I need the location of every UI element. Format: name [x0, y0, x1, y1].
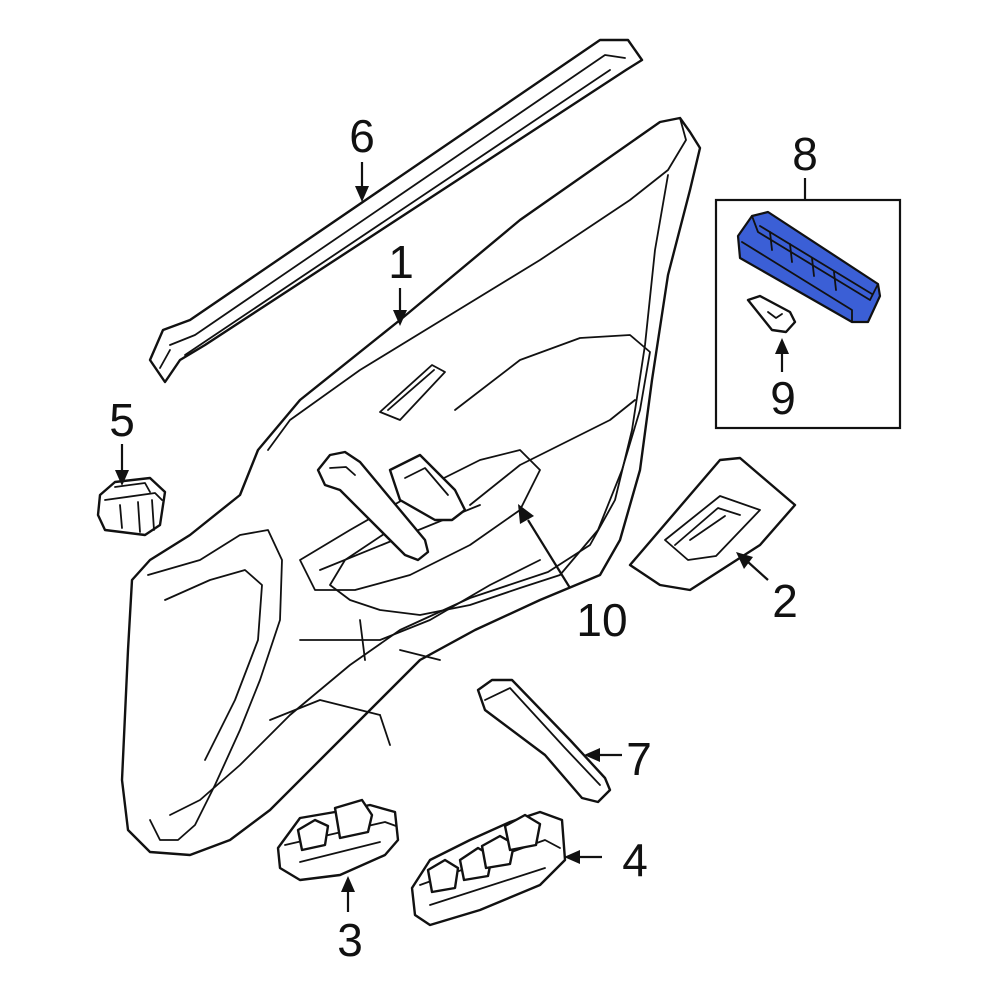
part-5-switch	[96, 476, 167, 537]
callout-9: 9	[770, 372, 796, 424]
part-1-door-trim-panel	[120, 116, 702, 857]
part-7-trim	[476, 678, 612, 804]
callout-2: 2	[772, 575, 798, 627]
callout-4: 4	[622, 834, 648, 886]
part-9-clip	[746, 294, 797, 334]
part-3-window-switch	[276, 798, 400, 882]
part-4-master-switch	[410, 810, 567, 927]
callout-7: 7	[626, 733, 652, 785]
callout-6: 6	[349, 110, 375, 162]
part-6-belt-molding	[148, 38, 644, 384]
callout-8: 8	[792, 128, 818, 180]
part-2-bezel	[628, 456, 797, 592]
callout-3: 3	[337, 914, 363, 966]
callout-1: 1	[388, 236, 414, 288]
callout-5: 5	[109, 394, 135, 446]
callout-10: 10	[576, 594, 627, 646]
leader-lines	[115, 162, 807, 912]
part-8-highlight	[736, 210, 882, 324]
part-8-box	[714, 198, 902, 430]
